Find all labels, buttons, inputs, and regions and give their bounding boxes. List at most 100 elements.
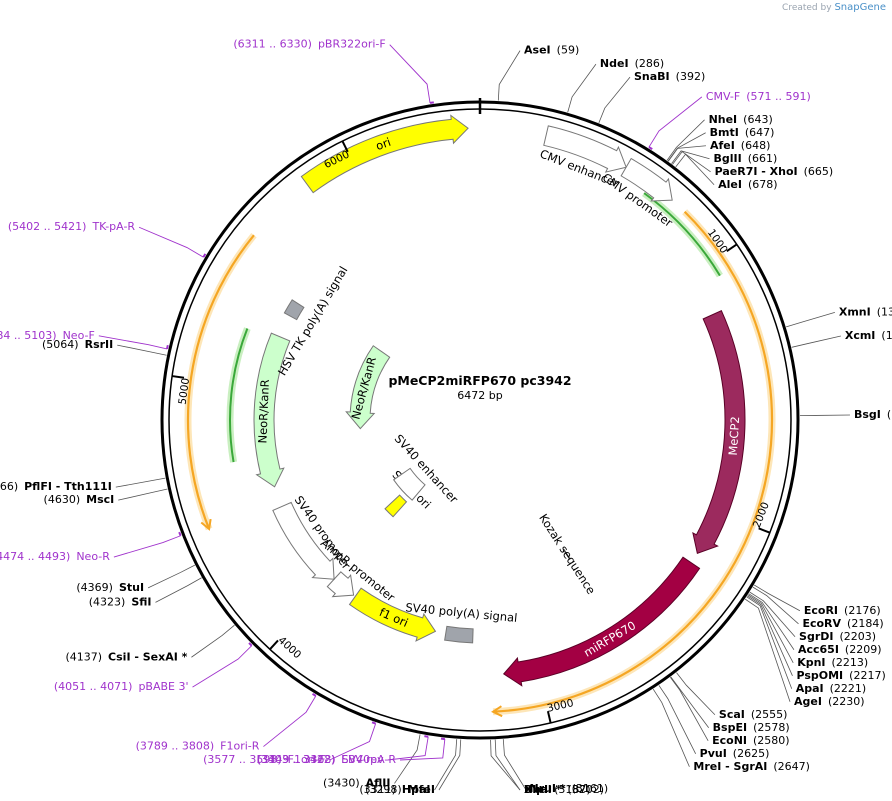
- ruler-tick-2000: [758, 527, 771, 534]
- orf-band-1: [184, 232, 257, 531]
- site-pflfi-tth111i: (4666) PflFI - Tth111I: [0, 480, 112, 493]
- site-line-paer7i-xhoi: [672, 151, 711, 173]
- site-name-xcmi: XcmI: [845, 329, 876, 342]
- site-coord-aflii: (3430): [323, 776, 360, 789]
- site-xcmi: XcmI(1382): [845, 329, 892, 342]
- site-name-nhei: NheI: [709, 113, 738, 126]
- primer-mark-neo-r: [178, 531, 182, 537]
- site-coord-pspomi: (2217): [849, 669, 886, 682]
- site-coord-nhei: (643): [743, 113, 773, 126]
- site-name-mfei: MfeI: [408, 783, 435, 796]
- site-afei: AfeI(648): [710, 139, 770, 152]
- site-coord-blpi: (3187): [554, 783, 591, 796]
- site-coord-kpni: (2213): [832, 656, 869, 669]
- ruler-label-5000: 5000: [177, 377, 193, 405]
- site-pspomi: PspOMI (2217): [796, 669, 885, 682]
- orf-band-line-1: [186, 234, 255, 530]
- site-name-aflii: AflII: [366, 776, 391, 789]
- site-coord-ndei: (286): [635, 57, 665, 70]
- site-asei: AseI(59): [524, 44, 579, 57]
- site-coord-stui: (4369): [76, 581, 113, 594]
- primer-sv40pa-r: (3349 .. 3368)SV40pA-R: [257, 753, 396, 766]
- primer-f1ori-r: (3789 .. 3808)F1ori-R: [136, 740, 260, 753]
- site-line-xmni: [786, 311, 835, 328]
- site-name-mrei-sgrai: MreI - SgrAI: [693, 760, 767, 773]
- site-name-xbai: XbaI *: [524, 783, 562, 796]
- site-line-ecorv: [752, 586, 799, 625]
- site-line-snabi: [598, 76, 631, 124]
- site-name-blpi: BlpI: [524, 783, 548, 796]
- site-sgrdi: SgrDI(2203): [799, 630, 876, 643]
- primer-pbr322ori-f: (6311 .. 6330) pBR322ori-F: [233, 38, 385, 51]
- feat-13-sv40-enhancer-arrow: [392, 467, 426, 501]
- feat-3-mecp2-arrow: [692, 310, 746, 555]
- site-name-pspomi: PspOMI: [796, 669, 843, 682]
- primer-tk-pa-r: (5402 .. 5421)TK-pA-R: [8, 220, 136, 233]
- site-name-agei: AgeI: [794, 695, 822, 708]
- site-line-csii-sexai: [191, 624, 235, 658]
- site-line-pspomi: [747, 595, 793, 676]
- feat-8-sv40-promoter-arrow: [272, 501, 335, 580]
- primer-mark-f1ori-r: [312, 692, 317, 697]
- feat-3-label: MeCP2: [726, 416, 742, 456]
- site-coord-asei: (59): [557, 44, 580, 57]
- site-name-scai: ScaI: [719, 708, 745, 721]
- feat-10-hsv-tk-poly-a-signal-arrow: [283, 299, 305, 321]
- site-coord-bspei: (2578): [753, 721, 790, 734]
- site-coord-paer7i-xhoi: (665): [804, 165, 834, 178]
- site-name-paer7i-xhoi: PaeR7I - XhoI: [715, 165, 798, 178]
- site-coord-ecorv: (2184): [847, 617, 884, 630]
- primer-line-neo-f: [98, 335, 168, 350]
- feat-0-ori-arrow: [300, 114, 469, 194]
- site-line-alei: [675, 153, 715, 186]
- green-band-1: [226, 327, 251, 463]
- feat-14-mark: [562, 548, 571, 560]
- primer-mark-tk-pa-r: [202, 253, 207, 258]
- site-line-stui: [147, 564, 196, 589]
- site-coord-econi: (2580): [753, 734, 790, 747]
- primer-ebv-rev: (3403 .. 3422)EBV-rev: [257, 753, 385, 766]
- site-bspei: BspEI (2578): [713, 721, 790, 734]
- site-econi: EcoNI(2580): [712, 734, 789, 747]
- site-bsgi: BsgI(1604): [854, 408, 892, 421]
- site-name-stui: StuI: [119, 581, 144, 594]
- ruler-tick-4000: [269, 639, 279, 650]
- site-line-pflfi-tth111i: [115, 477, 166, 488]
- site-line-asei: [497, 50, 521, 101]
- center-title: pMeCP2miRFP670 pc3942 6472 bp: [388, 373, 571, 402]
- primer-line-pbabe-3: [192, 645, 253, 688]
- site-ecorv: EcoRV(2184): [802, 617, 883, 630]
- primer-mark-ebv-rev: [424, 735, 429, 738]
- site-ndei: NdeI(286): [600, 57, 664, 70]
- primer-f1ori-f: (3577 .. 3598)F1ori-F: [203, 753, 326, 766]
- site-name-alei: AleI: [718, 178, 742, 191]
- site-agei: AgeI(2230): [794, 695, 865, 708]
- site-line-sfii: [155, 577, 202, 603]
- primer-line-f1ori-f: [329, 723, 377, 761]
- site-line-hpai: [434, 739, 458, 791]
- site-coord-afei: (648): [741, 139, 771, 152]
- site-line-apai: [746, 596, 793, 689]
- primer-name-neo-f: Neo-F: [63, 329, 95, 342]
- primer-coord-pbr322ori-f: (6311 .. 6330): [233, 38, 312, 51]
- site-coord-pflfi-tth111i: (4666): [0, 480, 18, 493]
- site-coord-sfii: (4323): [89, 595, 126, 608]
- site-name-snabi: SnaBI: [634, 70, 670, 83]
- site-line-aflii: [394, 734, 421, 784]
- site-coord-bsgi: (1604): [887, 408, 892, 421]
- orf-band-arrow-1: [200, 518, 212, 531]
- site-line-scai: [676, 672, 716, 716]
- site-line-ecori: [753, 584, 801, 612]
- site-name-pflfi-tth111i: PflFI - Tth111I: [24, 480, 112, 493]
- site-line-bspei: [670, 676, 710, 729]
- site-name-bglii: BglII: [713, 152, 741, 165]
- site-paer7i-xhoi: PaeR7I - XhoI (665): [715, 165, 834, 178]
- site-name-kpni: KpnI: [797, 656, 825, 669]
- site-name-bspei: BspEI: [713, 721, 747, 734]
- site-xmni: XmnI(1314): [839, 305, 892, 318]
- primer-name-pbr322ori-f: pBR322ori-F: [318, 38, 386, 51]
- site-scai: ScaI(2555): [719, 708, 788, 721]
- primer-coord-sv40pa-r: (3349 .. 3368): [257, 753, 336, 766]
- primer-coord-f1ori-r: (3789 .. 3808): [136, 740, 215, 753]
